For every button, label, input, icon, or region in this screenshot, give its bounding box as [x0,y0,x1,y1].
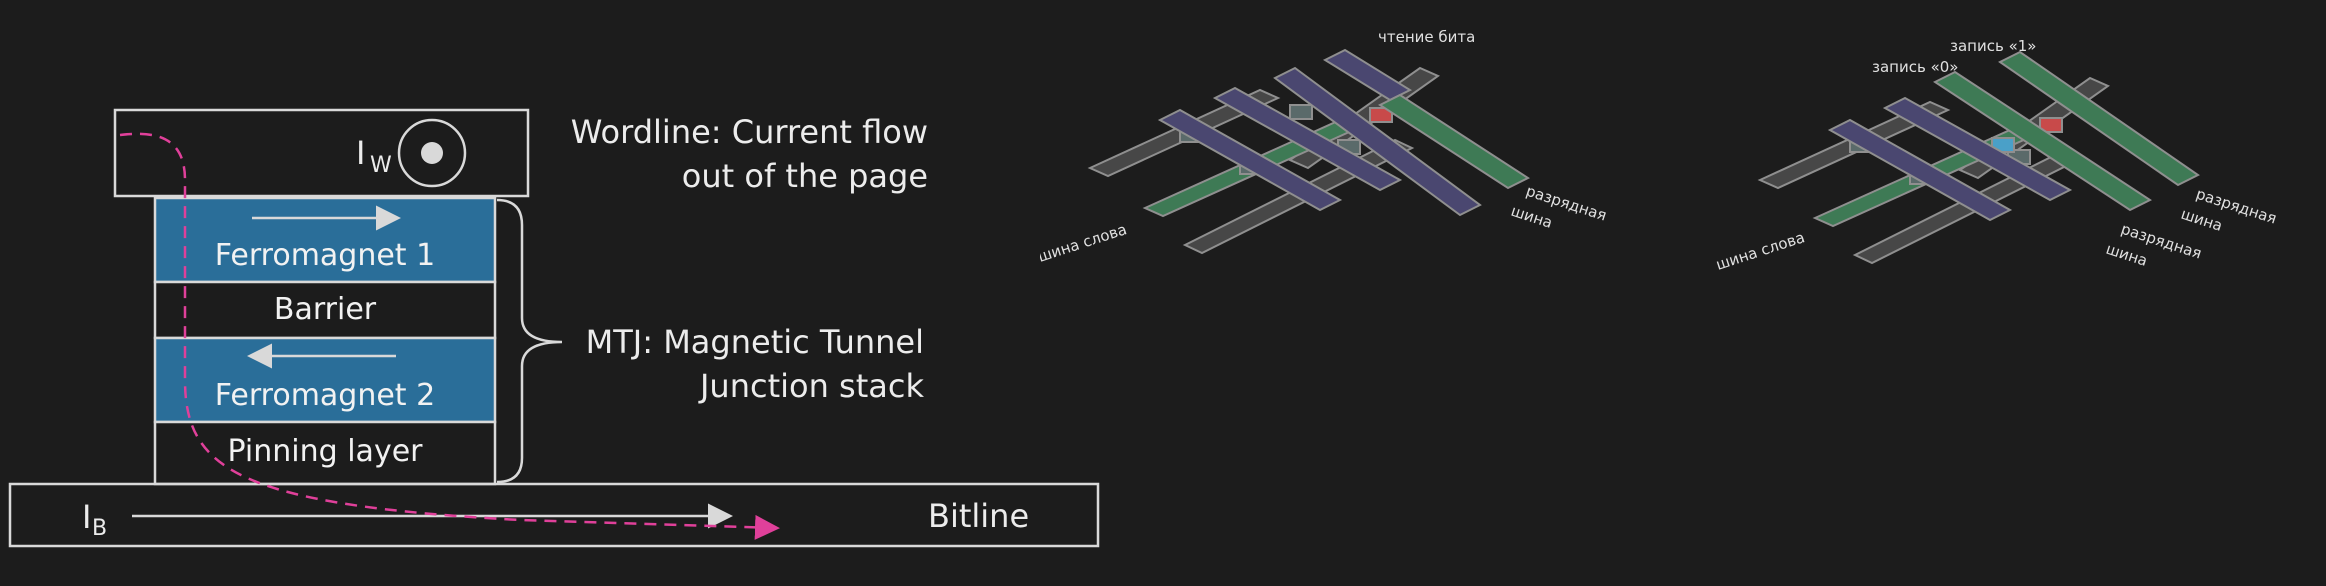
purple-line-2 [1212,86,1403,192]
write-zero-label: запись «0» [1872,58,1958,76]
wordline-current-subscript: W [370,153,392,178]
write-word-line-label: шина слова [1714,228,1807,274]
selected-cell-red [1369,107,1393,123]
wordline-caption: Wordline: Current flow out of the page [560,110,928,198]
mtj-caption-line-1: MTJ: Magnetic Tunnel [585,323,924,361]
green-bit-line-b [1998,50,2200,187]
bitline-current-symbol: I [82,498,91,536]
ferromagnet-1-layer [153,196,497,284]
wordline-caption-line-2: out of the page [681,157,928,195]
ferromagnet-1-label: Ferromagnet 1 [214,238,436,273]
read-array-diagram: чтение бита шина слова разрядная шина [1040,28,1609,266]
cell-3 [1289,104,1313,120]
current-out-of-page-icon [397,118,467,188]
purple-line-3 [1273,66,1482,217]
pinning-layer-label: Pinning layer [227,434,423,469]
read-word-line-label: шина слова [1040,220,1129,266]
mtj-brace [496,198,563,484]
barrier-layer [153,280,497,340]
bitline-label: Bitline [928,497,1029,535]
write-array-grid [1757,50,2200,265]
purple-line-1 [1157,108,1343,212]
bitline-bar [8,482,1100,548]
mtj-caption-line-2: Junction stack [699,367,924,405]
mtj-cross-section: I W I B Bitline [8,108,1100,548]
wordline-current-symbol: I [356,134,365,172]
write-one-label: запись «1» [1950,37,2036,55]
write-one-cell [2039,117,2063,133]
purple-line-4 [1322,48,1413,102]
read-bit-label: чтение бита [1378,28,1475,46]
read-array-grid [1087,48,1531,255]
wordline-bar [113,108,530,198]
purple-line-a [1827,118,2013,222]
ferromagnet-2-label: Ferromagnet 2 [214,378,436,413]
pinning-layer [153,420,497,486]
barrier-label: Barrier [273,292,377,327]
bitline-current-subscript: B [92,516,107,541]
green-bit-line-a [1932,70,2153,212]
wordline-caption-line-1: Wordline: Current flow [570,113,928,151]
green-bit-line [1377,93,1531,190]
write-array-diagram: запись «1» запись «0» шина слова разрядн… [1714,37,2279,274]
read-current-path [119,132,780,540]
current-dot-icon [421,142,443,164]
purple-line-b [1882,96,2073,202]
mtj-caption: MTJ: Magnetic Tunnel Junction stack [560,320,924,408]
